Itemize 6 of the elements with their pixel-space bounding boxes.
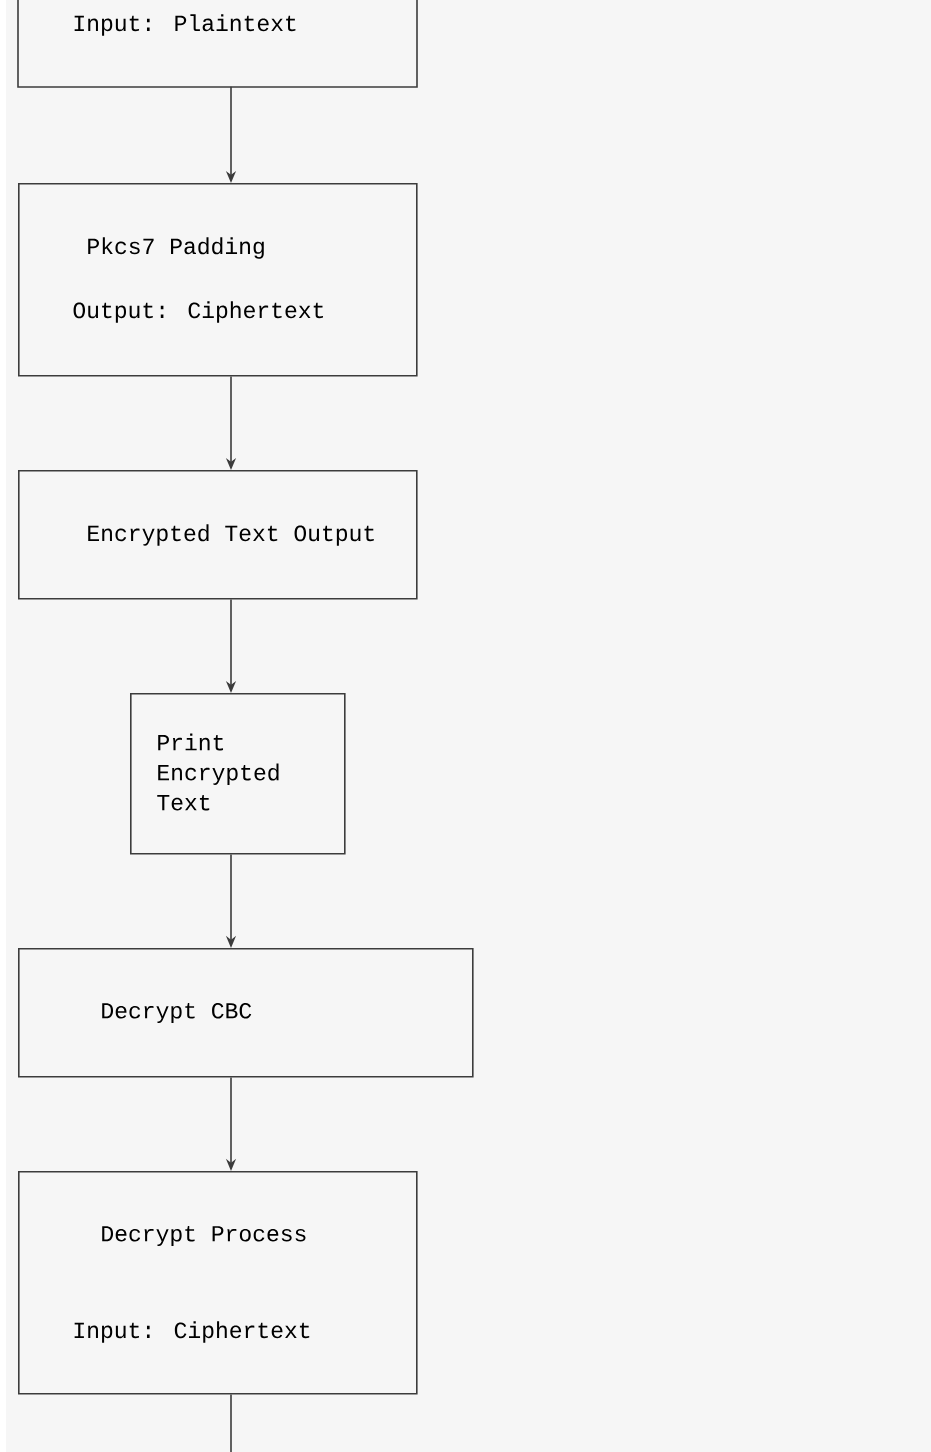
process-box: Input: Plaintext xyxy=(17,0,418,88)
process-box: Decrypt CBC xyxy=(18,948,474,1078)
process-box: Decrypt Process Input: Ciphertext xyxy=(18,1171,418,1395)
process-box: Encrypted Text Output xyxy=(18,470,418,600)
process-box: Pkcs7 Padding Output: Ciphertext xyxy=(18,183,418,377)
process-box: Print Encrypted Text xyxy=(130,693,346,855)
